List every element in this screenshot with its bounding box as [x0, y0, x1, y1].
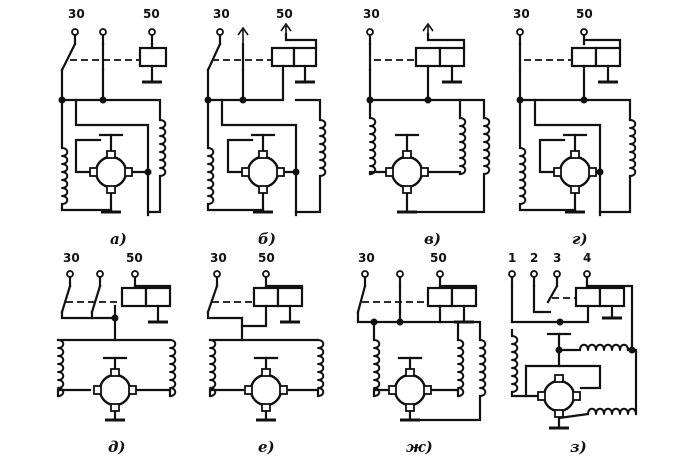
terminal-icon	[507, 269, 517, 288]
field-winding	[317, 339, 325, 397]
field-winding	[457, 339, 465, 397]
terminal-icon	[515, 27, 525, 46]
field-winding	[483, 117, 491, 175]
terminal-icon	[360, 269, 370, 288]
terminal-icon	[98, 27, 108, 46]
relay-coil	[276, 286, 304, 308]
motor-icon	[387, 367, 433, 413]
scheme-zh: 30 50 ж)	[356, 251, 487, 456]
field-winding	[459, 117, 467, 175]
terminal-label: 30	[363, 7, 380, 21]
scheme-a: 30 50 а)	[58, 7, 168, 248]
caption: г)	[572, 230, 588, 248]
field-winding	[373, 339, 381, 397]
field-winding	[587, 407, 637, 415]
motor-icon	[384, 149, 430, 195]
switch-contact	[60, 42, 77, 72]
scheme-b: 30 50 б)	[204, 7, 327, 248]
relay-coil	[426, 286, 454, 308]
terminal-label: 4	[583, 251, 591, 265]
scheme-g: 30 50 г)	[513, 7, 637, 248]
caption: ж)	[406, 438, 433, 456]
scheme-z: 1 2 3 4 з)	[507, 251, 638, 456]
scheme-v: 30 в)	[363, 7, 491, 248]
terminal-label: 3	[553, 251, 561, 265]
field-winding	[169, 339, 177, 397]
terminal-label: 1	[508, 251, 516, 265]
field-winding	[207, 147, 215, 205]
caption: д)	[108, 438, 126, 456]
terminal-label: 30	[68, 7, 85, 21]
terminal-label: 50	[126, 251, 143, 265]
field-winding	[209, 339, 217, 397]
terminal-icon	[130, 269, 140, 288]
terminal-label: 2	[530, 251, 538, 265]
arrow-icon	[280, 22, 292, 34]
relay-coil	[252, 286, 280, 308]
caption: б)	[258, 230, 276, 248]
terminal-icon	[147, 27, 157, 46]
scheme-d: 30 50 д)	[56, 251, 177, 456]
terminal-icon	[435, 269, 445, 288]
field-winding	[629, 119, 637, 177]
terminal-label: 30	[358, 251, 375, 265]
field-winding	[479, 339, 487, 397]
terminal-icon	[70, 27, 80, 46]
caption: а)	[110, 230, 127, 248]
terminal-icon	[215, 27, 225, 46]
scheme-e: 30 50 е)	[206, 251, 325, 456]
field-winding	[159, 119, 167, 177]
relay-coil	[270, 46, 296, 68]
terminal-icon	[365, 27, 375, 46]
field-winding	[579, 343, 629, 351]
relay-coil	[120, 286, 148, 308]
terminal-label: 30	[213, 7, 230, 21]
motor-icon	[92, 367, 138, 413]
field-winding	[57, 339, 65, 397]
field-winding	[319, 119, 327, 177]
field-winding	[511, 335, 519, 393]
terminal-label: 50	[430, 251, 447, 265]
terminal-label: 30	[513, 7, 530, 21]
caption: в)	[424, 230, 441, 248]
terminal-icon	[212, 269, 222, 288]
terminal-icon	[582, 269, 592, 288]
relay-coil	[138, 46, 168, 68]
motor-icon	[88, 149, 134, 195]
terminal-icon	[529, 269, 539, 288]
terminal-label: 50	[576, 7, 593, 21]
field-winding	[519, 147, 527, 205]
field-winding	[61, 147, 69, 205]
caption: е)	[258, 438, 275, 456]
relay-coil	[450, 286, 478, 308]
relay-coil	[438, 46, 466, 68]
relay-coil	[574, 286, 602, 308]
terminal-label: 50	[143, 7, 160, 21]
field-winding	[369, 117, 377, 175]
motor-icon	[243, 367, 289, 413]
motor-icon	[240, 149, 286, 195]
terminal-icon	[261, 269, 271, 288]
terminal-icon	[65, 269, 75, 288]
motor-icon	[552, 149, 598, 195]
terminal-label: 30	[210, 251, 227, 265]
caption: з)	[570, 438, 587, 456]
terminal-icon	[552, 269, 562, 288]
relay-coil	[598, 286, 626, 308]
relay-coil	[144, 286, 172, 308]
terminal-label: 50	[258, 251, 275, 265]
terminal-label: 50	[276, 7, 293, 21]
terminal-label: 30	[63, 251, 80, 265]
relay-coil	[292, 46, 318, 68]
terminal-icon	[395, 269, 405, 288]
relay-coil	[414, 46, 442, 68]
arrow-icon	[237, 26, 249, 44]
relay-coil	[570, 46, 598, 68]
terminal-icon	[95, 269, 105, 288]
relay-coil	[594, 46, 622, 68]
arrow-icon	[422, 22, 434, 34]
motor-icon	[536, 373, 582, 419]
